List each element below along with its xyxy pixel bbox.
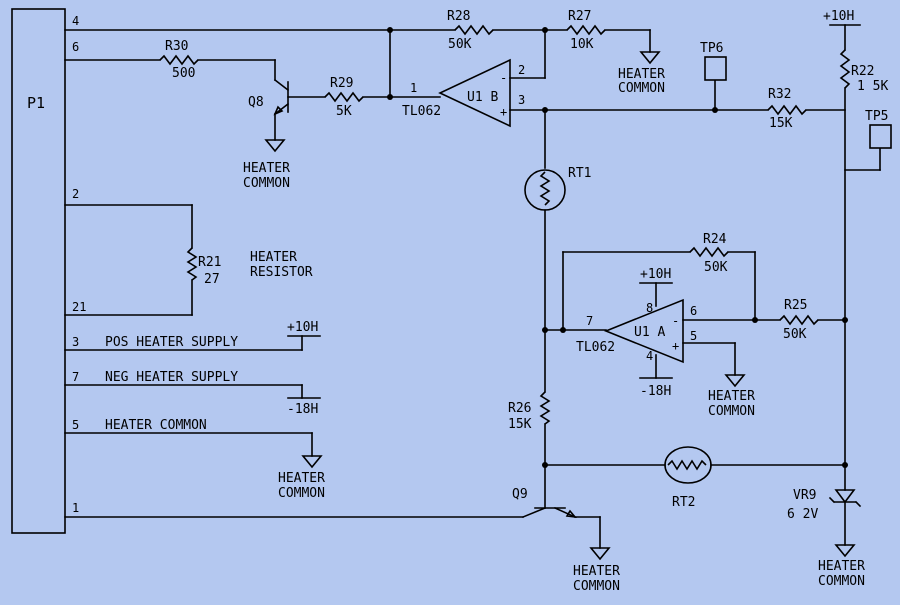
pin1-number: 1 [72, 501, 79, 515]
pin3-number: 3 [72, 335, 79, 349]
u1b-part: TL062 [402, 104, 441, 119]
neg-supply-rail: -18H [287, 402, 318, 417]
u1a-ref: U1 A [634, 325, 665, 340]
u1a-gnd-common: COMMON [708, 404, 755, 419]
u1a-minus: - [672, 314, 679, 328]
r27-ref: R27 [568, 9, 591, 24]
r25-ref: R25 [784, 298, 807, 313]
wire-pin6: 6 [64, 29, 441, 153]
u1a-pin-vneg: 4 [646, 349, 653, 363]
u1a-supply-pos: +10H [640, 267, 671, 282]
heater-resistor-loop [64, 204, 198, 316]
opamp-u1b [438, 29, 546, 128]
connector-label: P1 [27, 94, 45, 112]
u1a-pin-out: 6 [690, 304, 697, 318]
pin7-number: 7 [72, 370, 79, 384]
u1b-pin-noninv: 3 [518, 93, 525, 107]
vr9-value: 6 2V [787, 507, 818, 522]
r26-value: 15K [508, 417, 532, 432]
u1a-part: TL062 [576, 340, 615, 355]
pin4-number: 4 [72, 14, 79, 28]
pin2-number: 2 [72, 187, 79, 201]
wire-r32 [542, 56, 846, 116]
vr9-gnd-common: COMMON [818, 574, 865, 589]
r28-value: 50K [448, 37, 472, 52]
u1a-gnd-heater: HEATER [708, 389, 755, 404]
q8-gnd-heater: HEATER [243, 161, 290, 176]
r29-ref: R29 [330, 76, 353, 91]
thermistor-rt1 [524, 109, 566, 393]
pin5-gnd-common: COMMON [278, 486, 325, 501]
tp6-label: TP6 [700, 41, 723, 56]
u1a-plus: + [672, 339, 679, 353]
r30-ref: R30 [165, 39, 188, 54]
rt2-ref: RT2 [672, 495, 695, 510]
u1a-pin-noninv: 5 [690, 329, 697, 343]
vr9-ref: VR9 [793, 488, 816, 503]
u1b-pin-inv: 2 [518, 63, 525, 77]
r28-ref: R28 [447, 9, 470, 24]
r22-supply: +10H [823, 9, 854, 24]
supply-lines [64, 335, 323, 469]
pin6-number: 6 [72, 40, 79, 54]
u1b-pin-out: 1 [410, 81, 417, 95]
rt1-ref: RT1 [568, 166, 591, 181]
r22-column [829, 24, 892, 466]
u1b-ref: U1 B [467, 90, 498, 105]
u1b-minus: - [500, 71, 507, 85]
neg-supply-label: NEG HEATER SUPPLY [105, 370, 238, 385]
u1a-pin-vpos: 8 [646, 301, 653, 315]
r22-value: 1 5K [857, 79, 888, 94]
r26-ref: R26 [508, 401, 531, 416]
r32-ref: R32 [768, 87, 791, 102]
u1a-supply-neg: -18H [640, 384, 671, 399]
heater-resistor-line1: HEATER [250, 250, 297, 265]
r27-gnd-common: COMMON [618, 81, 665, 96]
pos-supply-rail: +10H [287, 320, 318, 335]
q8-ref: Q8 [248, 95, 264, 110]
pos-supply-label: POS HEATER SUPPLY [105, 335, 238, 350]
r27-value: 10K [570, 37, 594, 52]
r21-value: 27 [204, 272, 220, 287]
opamp-u1a [544, 246, 848, 388]
u1a-pin-in: 7 [586, 314, 593, 328]
q9-gnd-heater: HEATER [573, 564, 620, 579]
heater-resistor-line2: RESISTOR [250, 265, 313, 280]
q8-gnd-common: COMMON [243, 176, 290, 191]
connector-p1 [11, 8, 66, 534]
r22-ref: R22 [851, 64, 874, 79]
lower-network [64, 391, 862, 561]
q9-gnd-common: COMMON [573, 579, 620, 594]
tp5-label: TP5 [865, 109, 888, 124]
q9-ref: Q9 [512, 487, 528, 502]
r27-gnd-heater: HEATER [618, 67, 665, 82]
pin21-number: 21 [72, 300, 86, 314]
r21-ref: R21 [198, 255, 221, 270]
u1b-plus: + [500, 105, 507, 119]
vr9-gnd-heater: HEATER [818, 559, 865, 574]
r24-value: 50K [704, 260, 728, 275]
pin5-number: 5 [72, 418, 79, 432]
r24-ref: R24 [703, 232, 727, 247]
heater-common-label: HEATER COMMON [105, 418, 207, 433]
r29-value: 5K [336, 104, 352, 119]
pin5-gnd-heater: HEATER [278, 471, 325, 486]
r30-value: 500 [172, 66, 195, 81]
r25-value: 50K [783, 327, 807, 342]
r32-value: 15K [769, 116, 793, 131]
